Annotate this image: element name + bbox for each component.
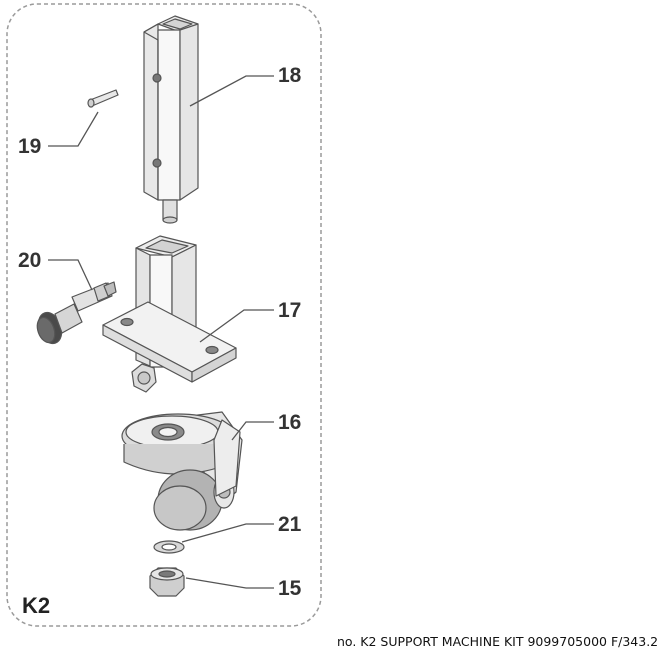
leader-21	[181, 523, 274, 543]
part-19-pin	[87, 89, 119, 108]
leader-15	[185, 577, 274, 589]
leader-18	[189, 75, 274, 107]
diagram-border	[6, 3, 322, 627]
callout-21: 21	[278, 513, 302, 536]
part-15-nut	[149, 567, 185, 597]
part-20-knob	[36, 281, 117, 345]
callout-15: 15	[278, 577, 302, 600]
callout-19: 19	[18, 135, 42, 158]
caption: no. K2 SUPPORT MACHINE KIT 9099705000 F/…	[337, 634, 657, 649]
callout-18: 18	[278, 64, 302, 87]
callout-17: 17	[278, 299, 302, 322]
leader-16	[231, 421, 274, 441]
leader-20	[48, 259, 93, 291]
leader-17	[199, 309, 274, 343]
part-16-caster	[121, 411, 243, 531]
callout-16: 16	[278, 411, 302, 434]
callout-20: 20	[18, 249, 42, 272]
part-21-washer	[153, 540, 185, 554]
part-17-lower-tube-bracket	[102, 235, 237, 393]
leader-19	[48, 111, 99, 147]
kit-label: K2	[22, 593, 51, 618]
part-18-upper-tube	[143, 15, 199, 224]
